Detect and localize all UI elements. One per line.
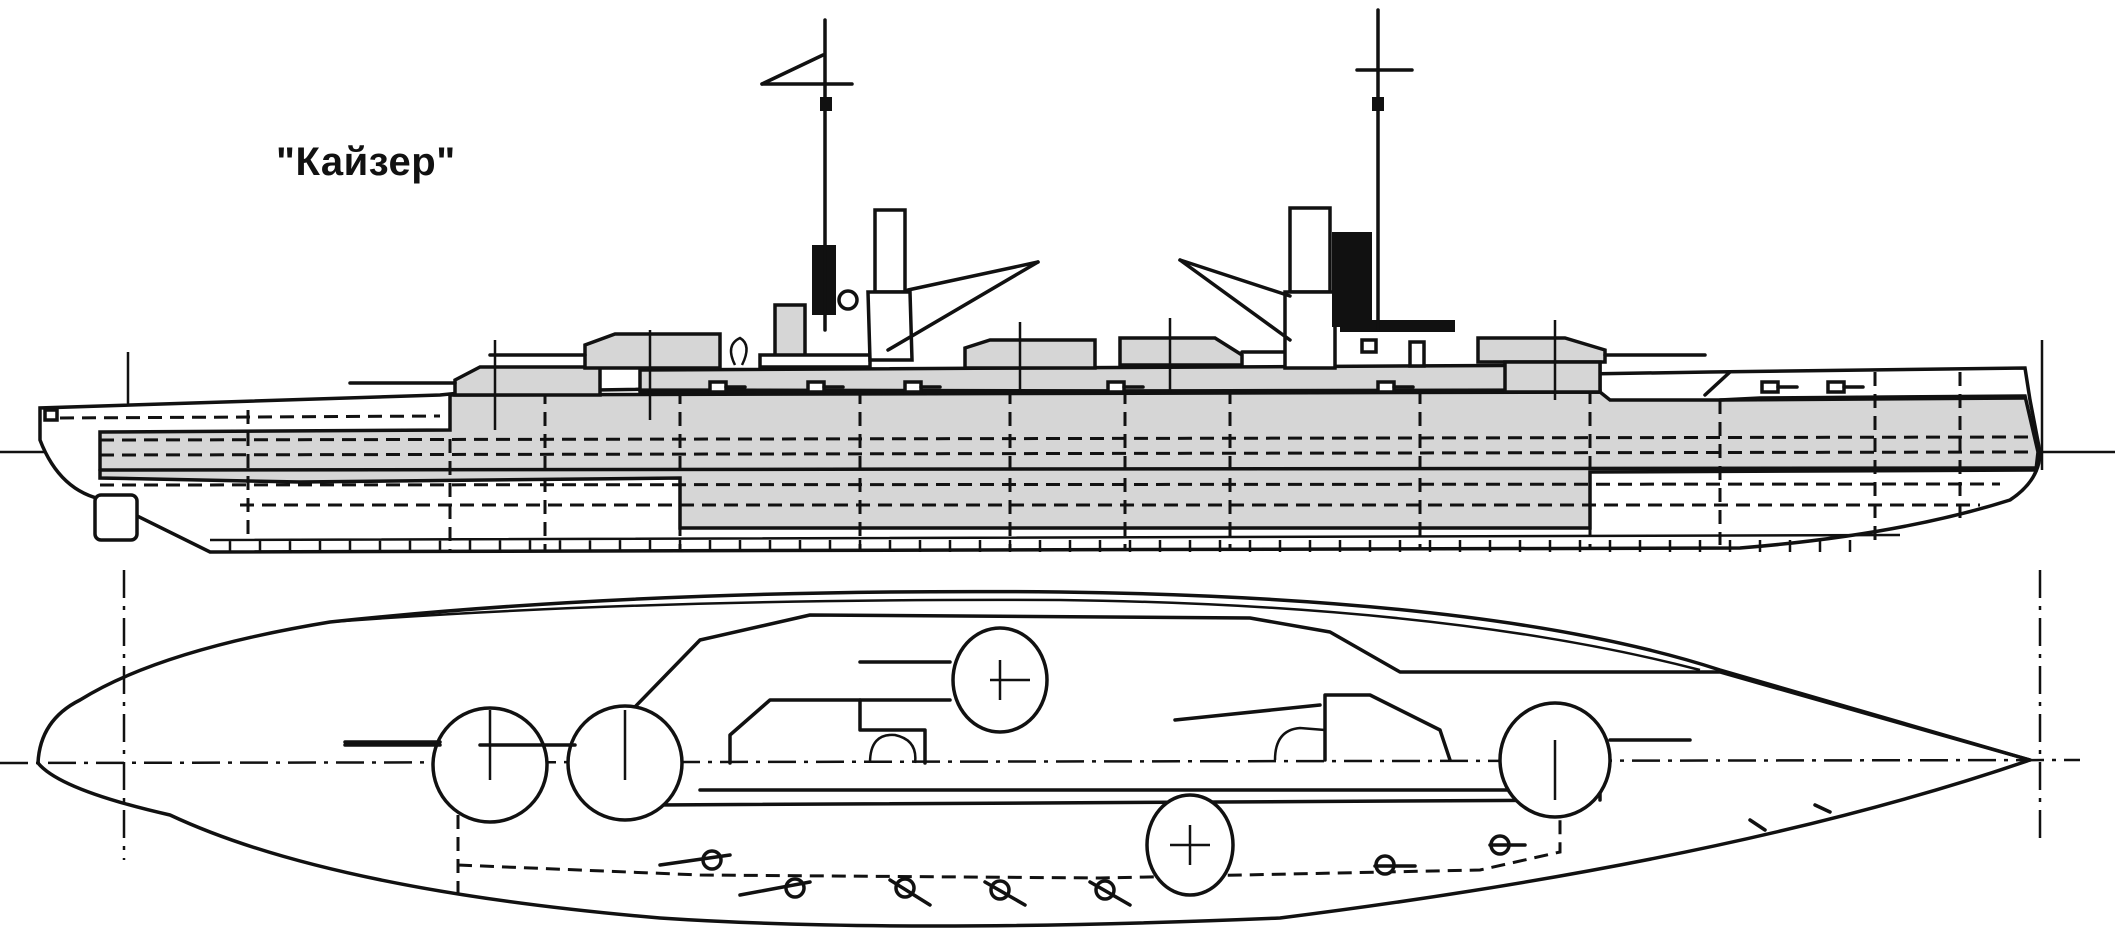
aft-bridge-plan bbox=[1323, 693, 1452, 762]
stern-marks bbox=[1748, 803, 1832, 832]
turret-aft-plan bbox=[1498, 701, 1692, 819]
anchor-hawse-icon bbox=[43, 408, 59, 422]
fore-funnel-plan bbox=[868, 733, 917, 764]
stern-deck-step bbox=[1703, 370, 2027, 402]
plan-armor-outline bbox=[456, 812, 1562, 903]
turret-b-side bbox=[488, 330, 722, 420]
deck-line bbox=[98, 466, 2038, 472]
turret-a-plan bbox=[343, 706, 549, 824]
armor-belt bbox=[98, 390, 2040, 530]
turret-starboard-wing-side bbox=[1118, 318, 1292, 392]
fore-bridge-plan bbox=[728, 698, 927, 765]
double-bottom-frames bbox=[209, 533, 1901, 552]
aft-crane-plan bbox=[1173, 703, 1322, 722]
plan-centerline bbox=[0, 758, 2081, 765]
fore-mast-gaff bbox=[760, 53, 825, 86]
casemate-guns bbox=[708, 380, 1865, 394]
side-profile-view bbox=[0, 8, 2115, 554]
aft-funnel bbox=[1178, 206, 1337, 370]
plan-deck-edge bbox=[329, 598, 1701, 672]
turret-a-side bbox=[348, 340, 602, 430]
lower-deck-boundary bbox=[653, 788, 1602, 807]
fore-funnel bbox=[866, 208, 1040, 362]
turret-starboard-wing-plan bbox=[1145, 793, 1235, 897]
deck-line bbox=[59, 414, 441, 420]
deck-line bbox=[99, 450, 2031, 457]
deck-line bbox=[99, 435, 2031, 442]
bow-torpedo-room bbox=[93, 493, 139, 542]
turret-aft-side bbox=[1476, 320, 1707, 400]
turret-port-wing-side bbox=[963, 322, 1097, 392]
plan-view bbox=[0, 570, 2081, 928]
forecastle-boundary bbox=[628, 613, 2032, 762]
boat-crane-fore bbox=[906, 260, 1040, 292]
turret-port-wing-plan bbox=[858, 626, 1049, 734]
boat-crane-aft bbox=[1178, 258, 1292, 298]
fore-superstructure bbox=[729, 18, 872, 369]
turret-b-plan bbox=[478, 704, 684, 822]
ship-name-title: "Кайзер" bbox=[276, 140, 456, 184]
deck-line bbox=[99, 482, 2001, 487]
secondary-guns-plan bbox=[658, 834, 1527, 907]
aft-funnel-plan bbox=[1273, 726, 1326, 761]
aft-superstructure bbox=[1332, 8, 1455, 368]
